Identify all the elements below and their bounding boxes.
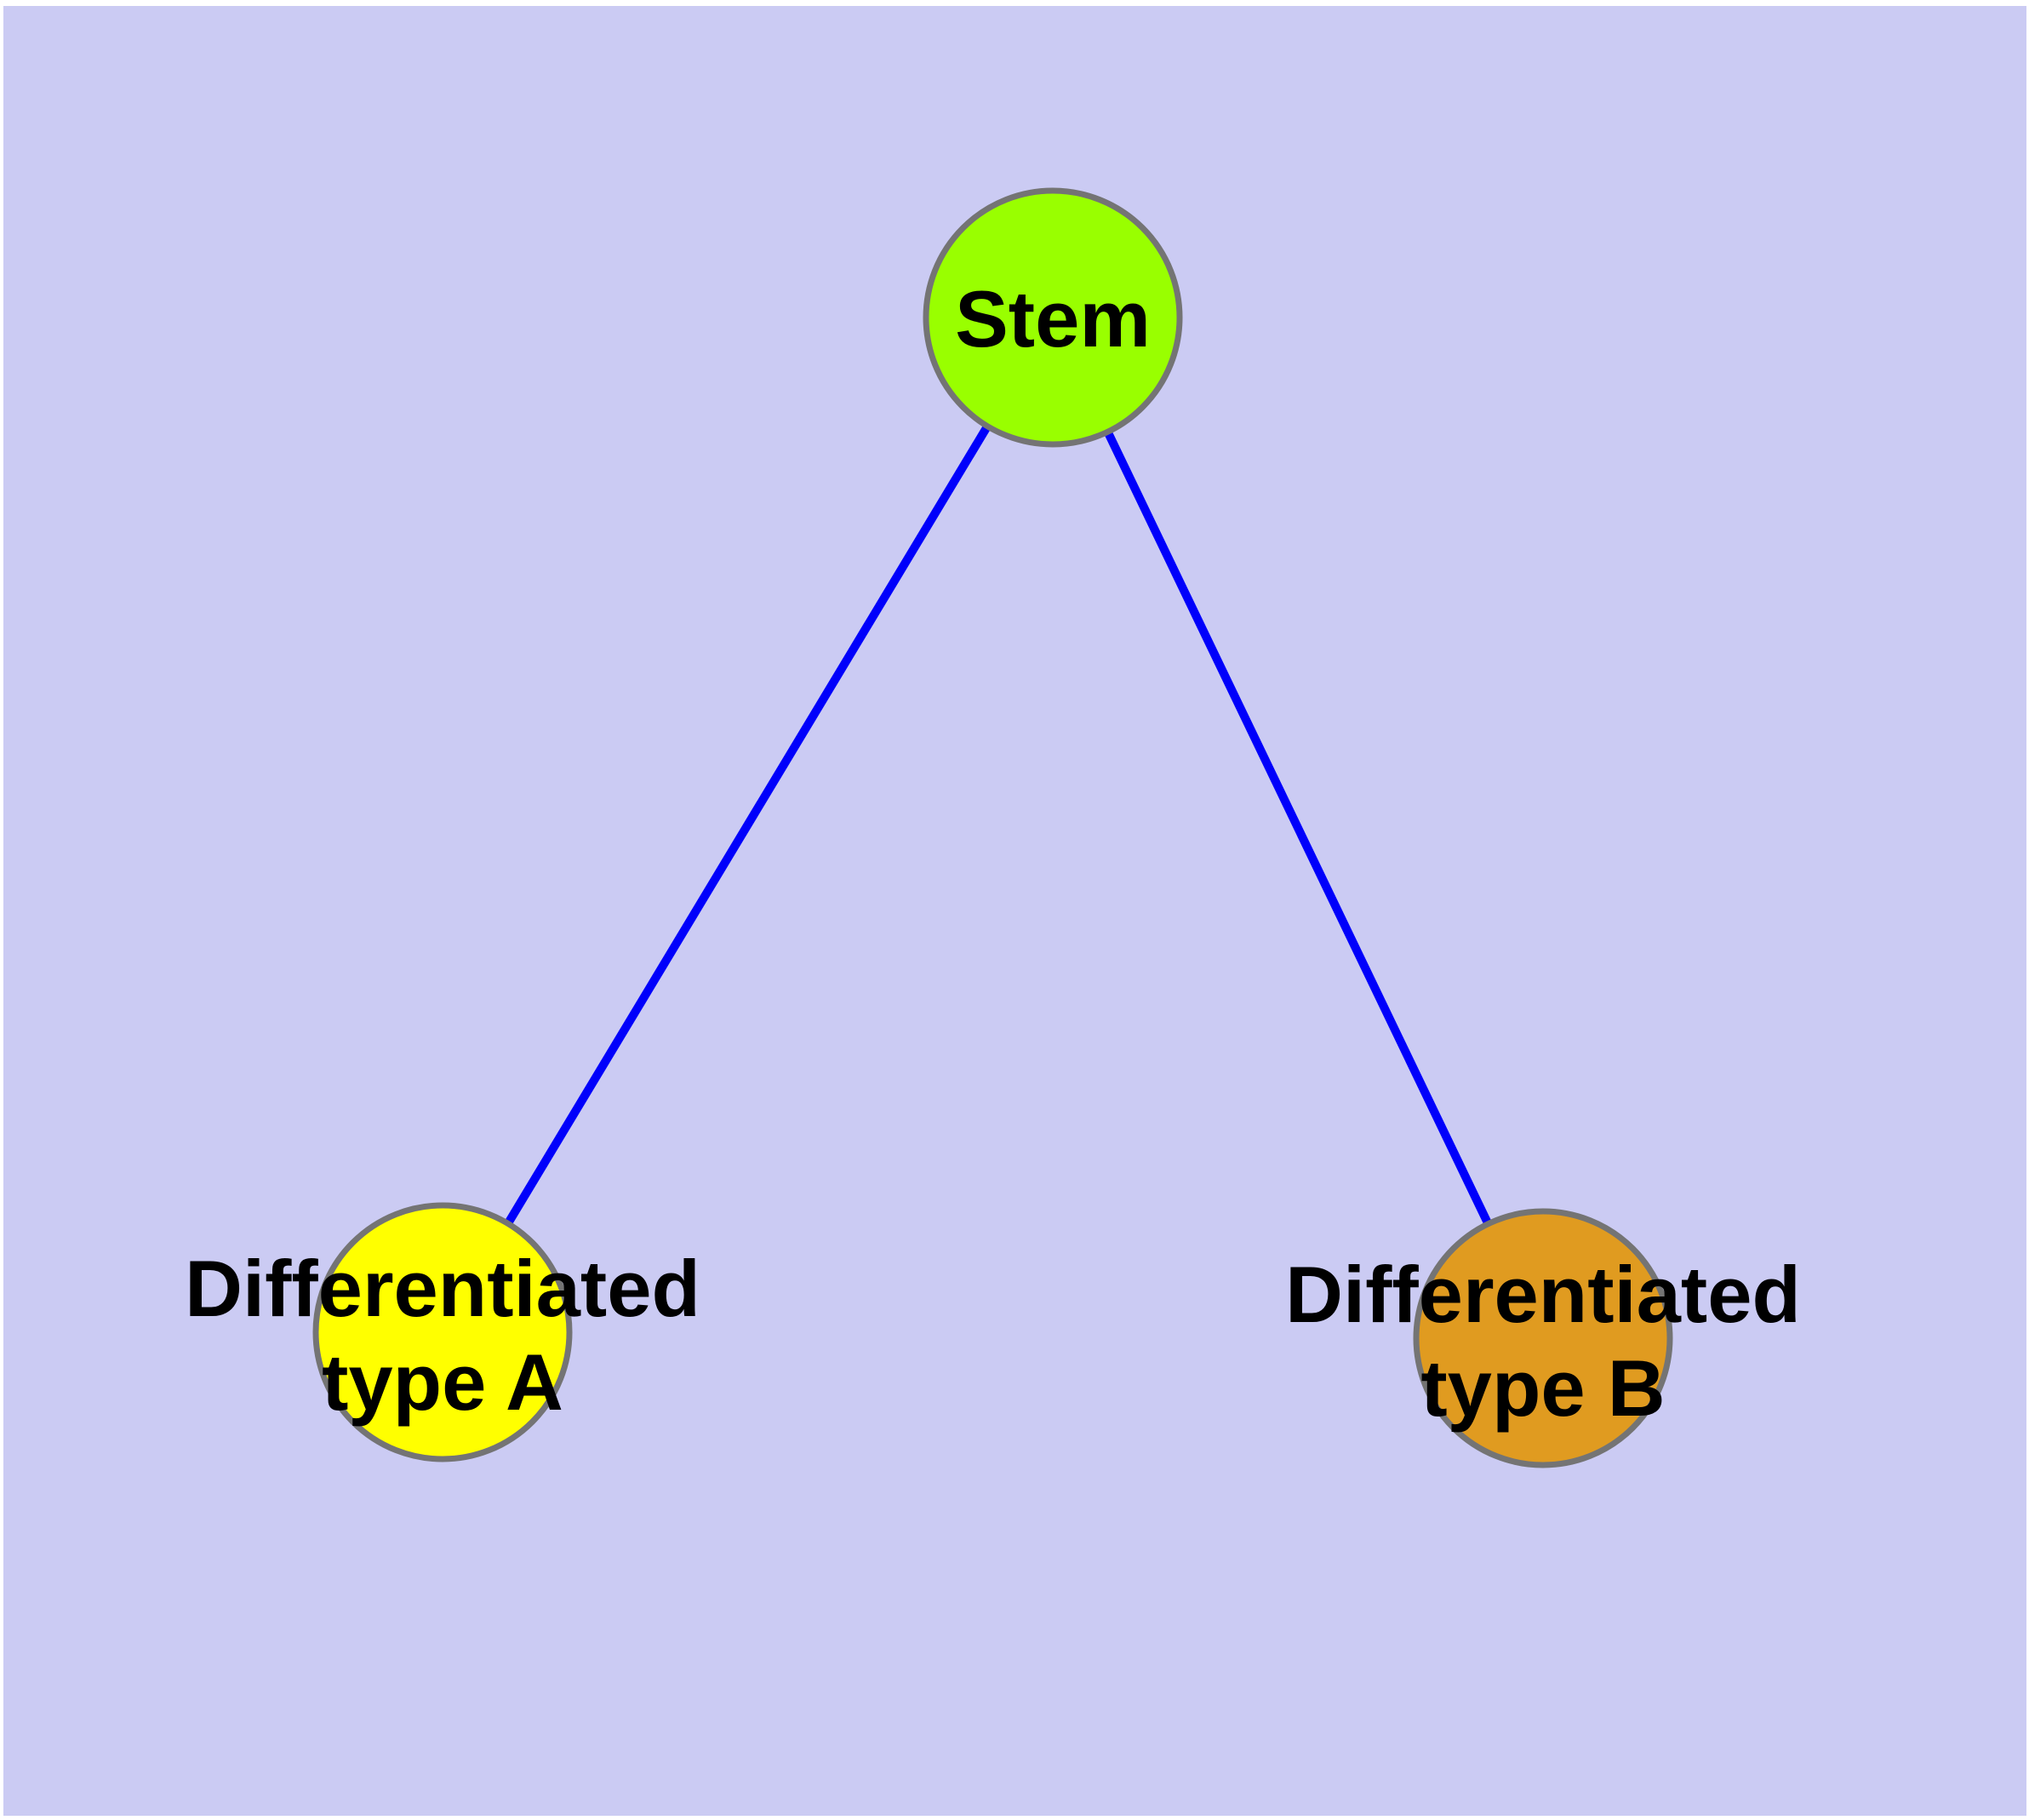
- node-type-b-label-line2: type B: [1420, 1343, 1665, 1433]
- node-stem-circle: [923, 187, 1183, 448]
- node-type-a-label-line2: type A: [322, 1337, 563, 1427]
- edge-stem-to-type-b: [1049, 315, 1547, 1341]
- node-stem-label: Stem: [955, 274, 1151, 363]
- node-type-b-circle: [1413, 1208, 1673, 1468]
- node-type-a-circle: [312, 1202, 573, 1462]
- edge-stem-to-type-a: [438, 315, 1057, 1335]
- node-type-a-label-line1: Differentiated: [185, 1244, 700, 1333]
- node-type-b-label-line1: Differentiated: [1285, 1250, 1801, 1339]
